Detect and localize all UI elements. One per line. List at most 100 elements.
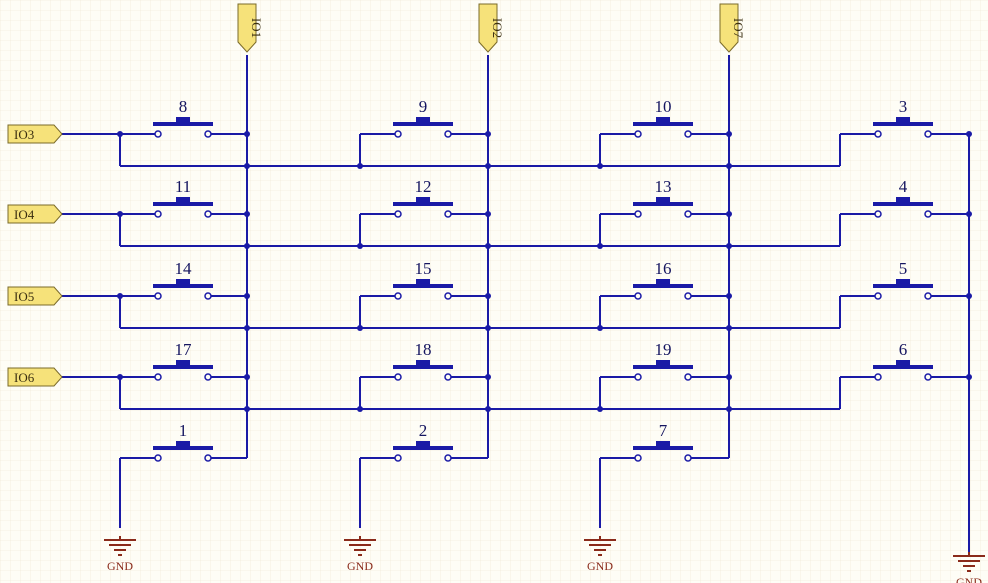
port-flag-shape <box>237 3 257 53</box>
junction-dot <box>485 243 491 249</box>
junction-dot <box>244 163 250 169</box>
switch-knob <box>416 441 430 447</box>
junction-dot <box>244 243 250 249</box>
switch-contact <box>154 130 162 138</box>
junction-dot <box>117 374 123 380</box>
junction-dot <box>244 325 250 331</box>
switch-contact <box>634 210 642 218</box>
switch-contact <box>684 292 692 300</box>
switch-knob <box>656 117 670 123</box>
switch-contact <box>874 130 882 138</box>
left-port-io3: IO3 <box>7 124 63 144</box>
junction-dot <box>726 325 732 331</box>
switch-number: 5 <box>899 259 908 278</box>
switch-contact <box>394 292 402 300</box>
switch-number: 2 <box>419 421 428 440</box>
switch-knob <box>176 117 190 123</box>
push-button-switch: 12 <box>393 177 453 218</box>
switch-contact <box>684 454 692 462</box>
push-button-switch: 14 <box>153 259 213 300</box>
junction-dot <box>966 293 972 299</box>
switch-knob <box>416 117 430 123</box>
switch-contact <box>634 292 642 300</box>
switch-knob <box>896 360 910 366</box>
push-button-switch: 17 <box>153 340 213 381</box>
junction-dot <box>357 163 363 169</box>
switch-knob <box>656 441 670 447</box>
switch-number: 8 <box>179 97 188 116</box>
switch-number: 18 <box>415 340 432 359</box>
junction-dot <box>485 325 491 331</box>
push-button-switch: 8 <box>153 97 213 138</box>
switch-knob <box>416 360 430 366</box>
junction-dot <box>726 293 732 299</box>
port-flag-shape <box>7 204 63 224</box>
junction-dot <box>485 131 491 137</box>
switch-contact <box>684 373 692 381</box>
junction-dot <box>485 293 491 299</box>
switch-contact <box>204 292 212 300</box>
port-label: IO1 <box>249 18 264 38</box>
switch-knob <box>896 279 910 285</box>
push-button-switch: 13 <box>633 177 693 218</box>
switch-knob <box>176 441 190 447</box>
push-button-switch: 10 <box>633 97 693 138</box>
switch-number: 15 <box>415 259 432 278</box>
ground-label: GND <box>107 559 133 573</box>
switch-contact <box>634 130 642 138</box>
switch-contact <box>924 373 932 381</box>
switch-contact <box>634 373 642 381</box>
switch-number: 13 <box>655 177 672 196</box>
push-button-switch: 4 <box>873 177 933 218</box>
ground-label: GND <box>587 559 613 573</box>
switch-contact <box>444 130 452 138</box>
wires <box>62 55 970 552</box>
junction-dot <box>597 325 603 331</box>
switch-knob <box>656 197 670 203</box>
switch-number: 14 <box>175 259 193 278</box>
switch-contact <box>444 292 452 300</box>
port-label: IO6 <box>14 370 35 385</box>
switch-number: 6 <box>899 340 908 359</box>
junction-dot <box>244 406 250 412</box>
switch-contact <box>684 130 692 138</box>
switch-contact <box>394 373 402 381</box>
junction-dot <box>726 211 732 217</box>
junction-dot <box>357 325 363 331</box>
push-button-switch: 5 <box>873 259 933 300</box>
left-port-io4: IO4 <box>7 204 63 224</box>
junction-dot <box>485 163 491 169</box>
junctions <box>117 131 972 412</box>
junction-dot <box>966 131 972 137</box>
switch-contact <box>204 210 212 218</box>
switch-contact <box>444 210 452 218</box>
port-flag-shape <box>7 367 63 387</box>
switch-knob <box>656 360 670 366</box>
switch-number: 3 <box>899 97 908 116</box>
junction-dot <box>244 293 250 299</box>
junction-dot <box>117 131 123 137</box>
junction-dot <box>244 211 250 217</box>
switch-number: 7 <box>659 421 668 440</box>
switch-contact <box>154 210 162 218</box>
ground-symbol: GND <box>344 536 376 573</box>
push-button-switch: 16 <box>633 259 693 300</box>
push-button-switch: 19 <box>633 340 693 381</box>
switch-contact <box>874 373 882 381</box>
switch-number: 12 <box>415 177 432 196</box>
port-label: IO2 <box>490 18 505 38</box>
switch-number: 10 <box>655 97 672 116</box>
push-button-switch: 11 <box>153 177 213 218</box>
junction-dot <box>597 406 603 412</box>
switch-contact <box>154 454 162 462</box>
switch-contact <box>444 373 452 381</box>
push-button-switch: 18 <box>393 340 453 381</box>
switch-number: 4 <box>899 177 908 196</box>
port-flag-shape <box>7 124 63 144</box>
junction-dot <box>117 211 123 217</box>
port-flag-shape <box>478 3 498 53</box>
junction-dot <box>485 374 491 380</box>
